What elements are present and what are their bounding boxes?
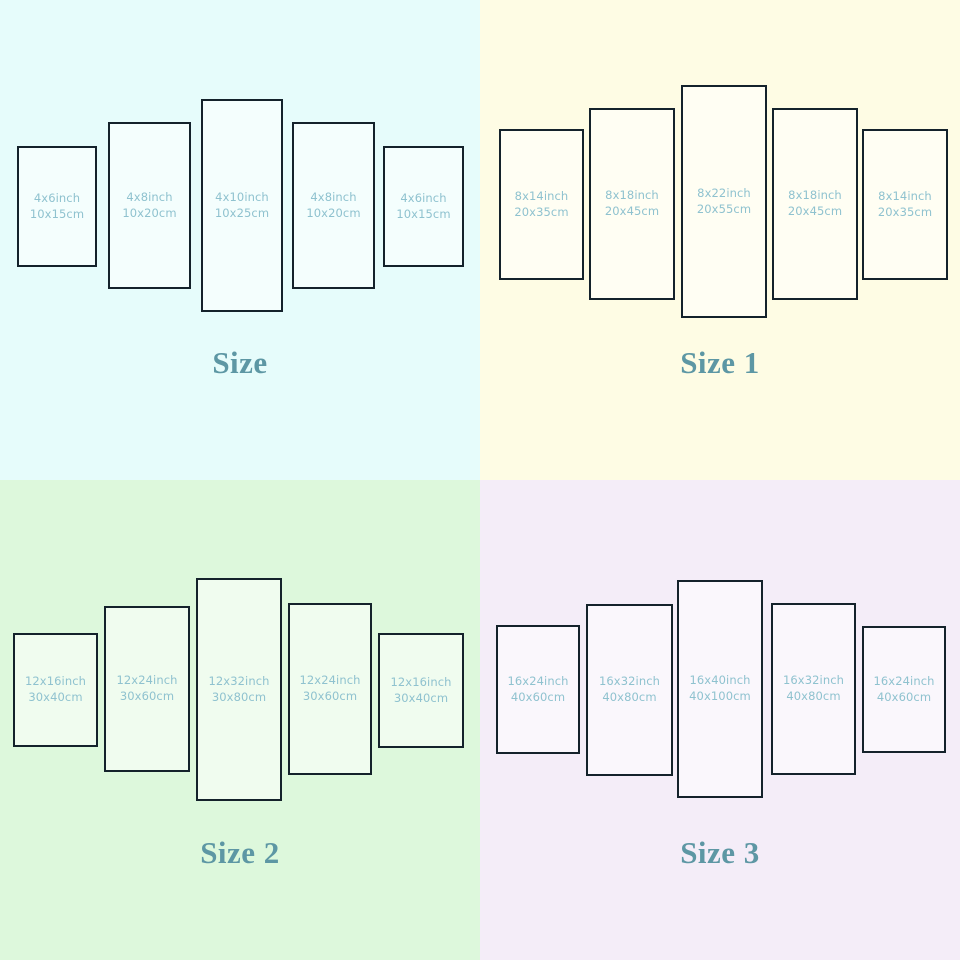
panel-inch-label: 16x24inch <box>507 673 569 688</box>
panel-label: 12x32inch 30x80cm <box>208 674 269 706</box>
panel-cm-label: 20x45cm <box>787 204 843 218</box>
panel-cm-label: 20x55cm <box>696 201 752 216</box>
panel-inch-label: 16x32inch <box>782 673 845 688</box>
panel-cm-label: 30x40cm <box>28 690 83 704</box>
panel-inch-label: 8x14inch <box>878 188 932 203</box>
panel-label: 12x16inch 30x40cm <box>25 674 86 706</box>
panel-inch-label: 8x22inch <box>697 185 751 200</box>
panel-2: 12x24inch 30x60cm <box>104 606 190 772</box>
panel-label: 12x16inch 30x40cm <box>390 675 451 707</box>
panel-inch-label: 8x14inch <box>514 188 569 203</box>
panel-cm-label: 30x60cm <box>302 689 358 703</box>
panel-cm-label: 10x15cm <box>29 206 85 221</box>
panel-cm-label: 40x80cm <box>786 689 841 703</box>
panel-1: 8x14inch 20x35cm <box>499 129 584 280</box>
panel-5: 12x16inch 30x40cm <box>378 633 464 748</box>
panel-cm-label: 10x20cm <box>122 205 177 220</box>
panel-cm-label: 30x80cm <box>211 689 267 704</box>
panel-5: 16x24inch 40x60cm <box>862 626 946 753</box>
panel-label: 4x8inch 10x20cm <box>122 190 176 222</box>
panel-2: 8x18inch 20x45cm <box>589 108 675 300</box>
panel-cm-label: 10x20cm <box>306 205 361 220</box>
panel-3: 16x40inch 40x100cm <box>677 580 763 798</box>
panel-label: 8x22inch 20x55cm <box>697 186 751 218</box>
panel-3: 8x22inch 20x55cm <box>681 85 767 318</box>
panel-label: 12x24inch 30x60cm <box>299 673 360 705</box>
panel-label: 8x14inch 20x35cm <box>878 189 932 221</box>
group-title: Size 2 <box>200 835 280 870</box>
panel-label: 8x14inch 20x35cm <box>514 189 568 221</box>
panel-row: 16x24inch 40x60cm 16x32inch 40x80cm 16x4… <box>480 480 960 960</box>
panel-inch-label: 4x10inch <box>215 189 269 204</box>
panel-inch-label: 16x32inch <box>598 674 661 689</box>
panel-1: 16x24inch 40x60cm <box>496 625 580 754</box>
panel-label: 16x40inch 40x100cm <box>689 673 751 705</box>
size-group-size-2: 12x16inch 30x40cm 12x24inch 30x60cm 12x3… <box>0 480 480 960</box>
panel-2: 16x32inch 40x80cm <box>586 604 673 776</box>
panel-cm-label: 40x80cm <box>602 690 657 704</box>
panel-4: 16x32inch 40x80cm <box>771 603 856 775</box>
panel-4: 12x24inch 30x60cm <box>288 603 372 775</box>
panel-inch-label: 12x16inch <box>24 674 87 689</box>
panel-row: 8x14inch 20x35cm 8x18inch 20x45cm 8x22in… <box>480 0 960 480</box>
panel-cm-label: 10x25cm <box>214 205 270 220</box>
size-group-size-1: 8x14inch 20x35cm 8x18inch 20x45cm 8x22in… <box>480 0 960 480</box>
panel-4: 4x8inch 10x20cm <box>292 122 375 289</box>
panel-inch-label: 4x6inch <box>400 190 447 205</box>
panel-cm-label: 40x60cm <box>876 689 932 704</box>
panel-label: 16x24inch 40x60cm <box>507 674 568 706</box>
panel-cm-label: 10x15cm <box>396 206 451 221</box>
panel-label: 4x8inch 10x20cm <box>306 190 360 222</box>
panel-inch-label: 12x32inch <box>208 673 270 688</box>
panel-inch-label: 8x18inch <box>605 188 659 203</box>
group-title: Size <box>212 345 268 380</box>
panel-5: 8x14inch 20x35cm <box>862 129 948 280</box>
panel-inch-label: 16x40inch <box>689 673 751 688</box>
panel-row: 4x6inch 10x15cm 4x8inch 10x20cm 4x10inch… <box>0 0 480 480</box>
group-title: Size 3 <box>680 835 760 870</box>
panel-inch-label: 12x24inch <box>116 673 178 688</box>
panel-label: 12x24inch 30x60cm <box>116 673 177 705</box>
panel-3: 12x32inch 30x80cm <box>196 578 282 801</box>
panel-inch-label: 16x24inch <box>873 673 935 688</box>
group-title: Size 1 <box>680 345 760 380</box>
panel-label: 16x24inch 40x60cm <box>873 674 934 706</box>
panel-inch-label: 8x18inch <box>788 188 842 203</box>
panel-inch-label: 12x24inch <box>299 673 361 688</box>
panel-label: 8x18inch 20x45cm <box>788 188 842 220</box>
size-group-size-3: 16x24inch 40x60cm 16x32inch 40x80cm 16x4… <box>480 480 960 960</box>
panel-cm-label: 30x40cm <box>393 690 449 705</box>
panel-5: 4x6inch 10x15cm <box>383 146 464 267</box>
panel-cm-label: 40x100cm <box>689 689 751 703</box>
panel-cm-label: 20x35cm <box>877 204 933 219</box>
panel-row: 12x16inch 30x40cm 12x24inch 30x60cm 12x3… <box>0 480 480 960</box>
panel-4: 8x18inch 20x45cm <box>772 108 858 300</box>
panel-1: 4x6inch 10x15cm <box>17 146 97 267</box>
panel-cm-label: 40x60cm <box>510 689 566 704</box>
panel-label: 16x32inch 40x80cm <box>599 674 660 706</box>
panel-label: 4x6inch 10x15cm <box>30 191 84 223</box>
panel-cm-label: 20x45cm <box>604 204 660 218</box>
panel-label: 16x32inch 40x80cm <box>783 673 844 705</box>
panel-3: 4x10inch 10x25cm <box>201 99 283 312</box>
size-group-size: 4x6inch 10x15cm 4x8inch 10x20cm 4x10inch… <box>0 0 480 480</box>
panel-2: 4x8inch 10x20cm <box>108 122 191 289</box>
panel-1: 12x16inch 30x40cm <box>13 633 98 747</box>
panel-inch-label: 4x6inch <box>33 190 81 205</box>
panel-inch-label: 4x8inch <box>310 189 357 204</box>
panel-cm-label: 20x35cm <box>514 204 569 219</box>
panel-inch-label: 12x16inch <box>390 674 452 689</box>
panel-label: 4x6inch 10x15cm <box>396 191 450 223</box>
panel-label: 8x18inch 20x45cm <box>605 188 659 220</box>
panel-label: 4x10inch 10x25cm <box>215 190 269 222</box>
panel-cm-label: 30x60cm <box>119 689 175 703</box>
panel-inch-label: 4x8inch <box>126 189 173 204</box>
